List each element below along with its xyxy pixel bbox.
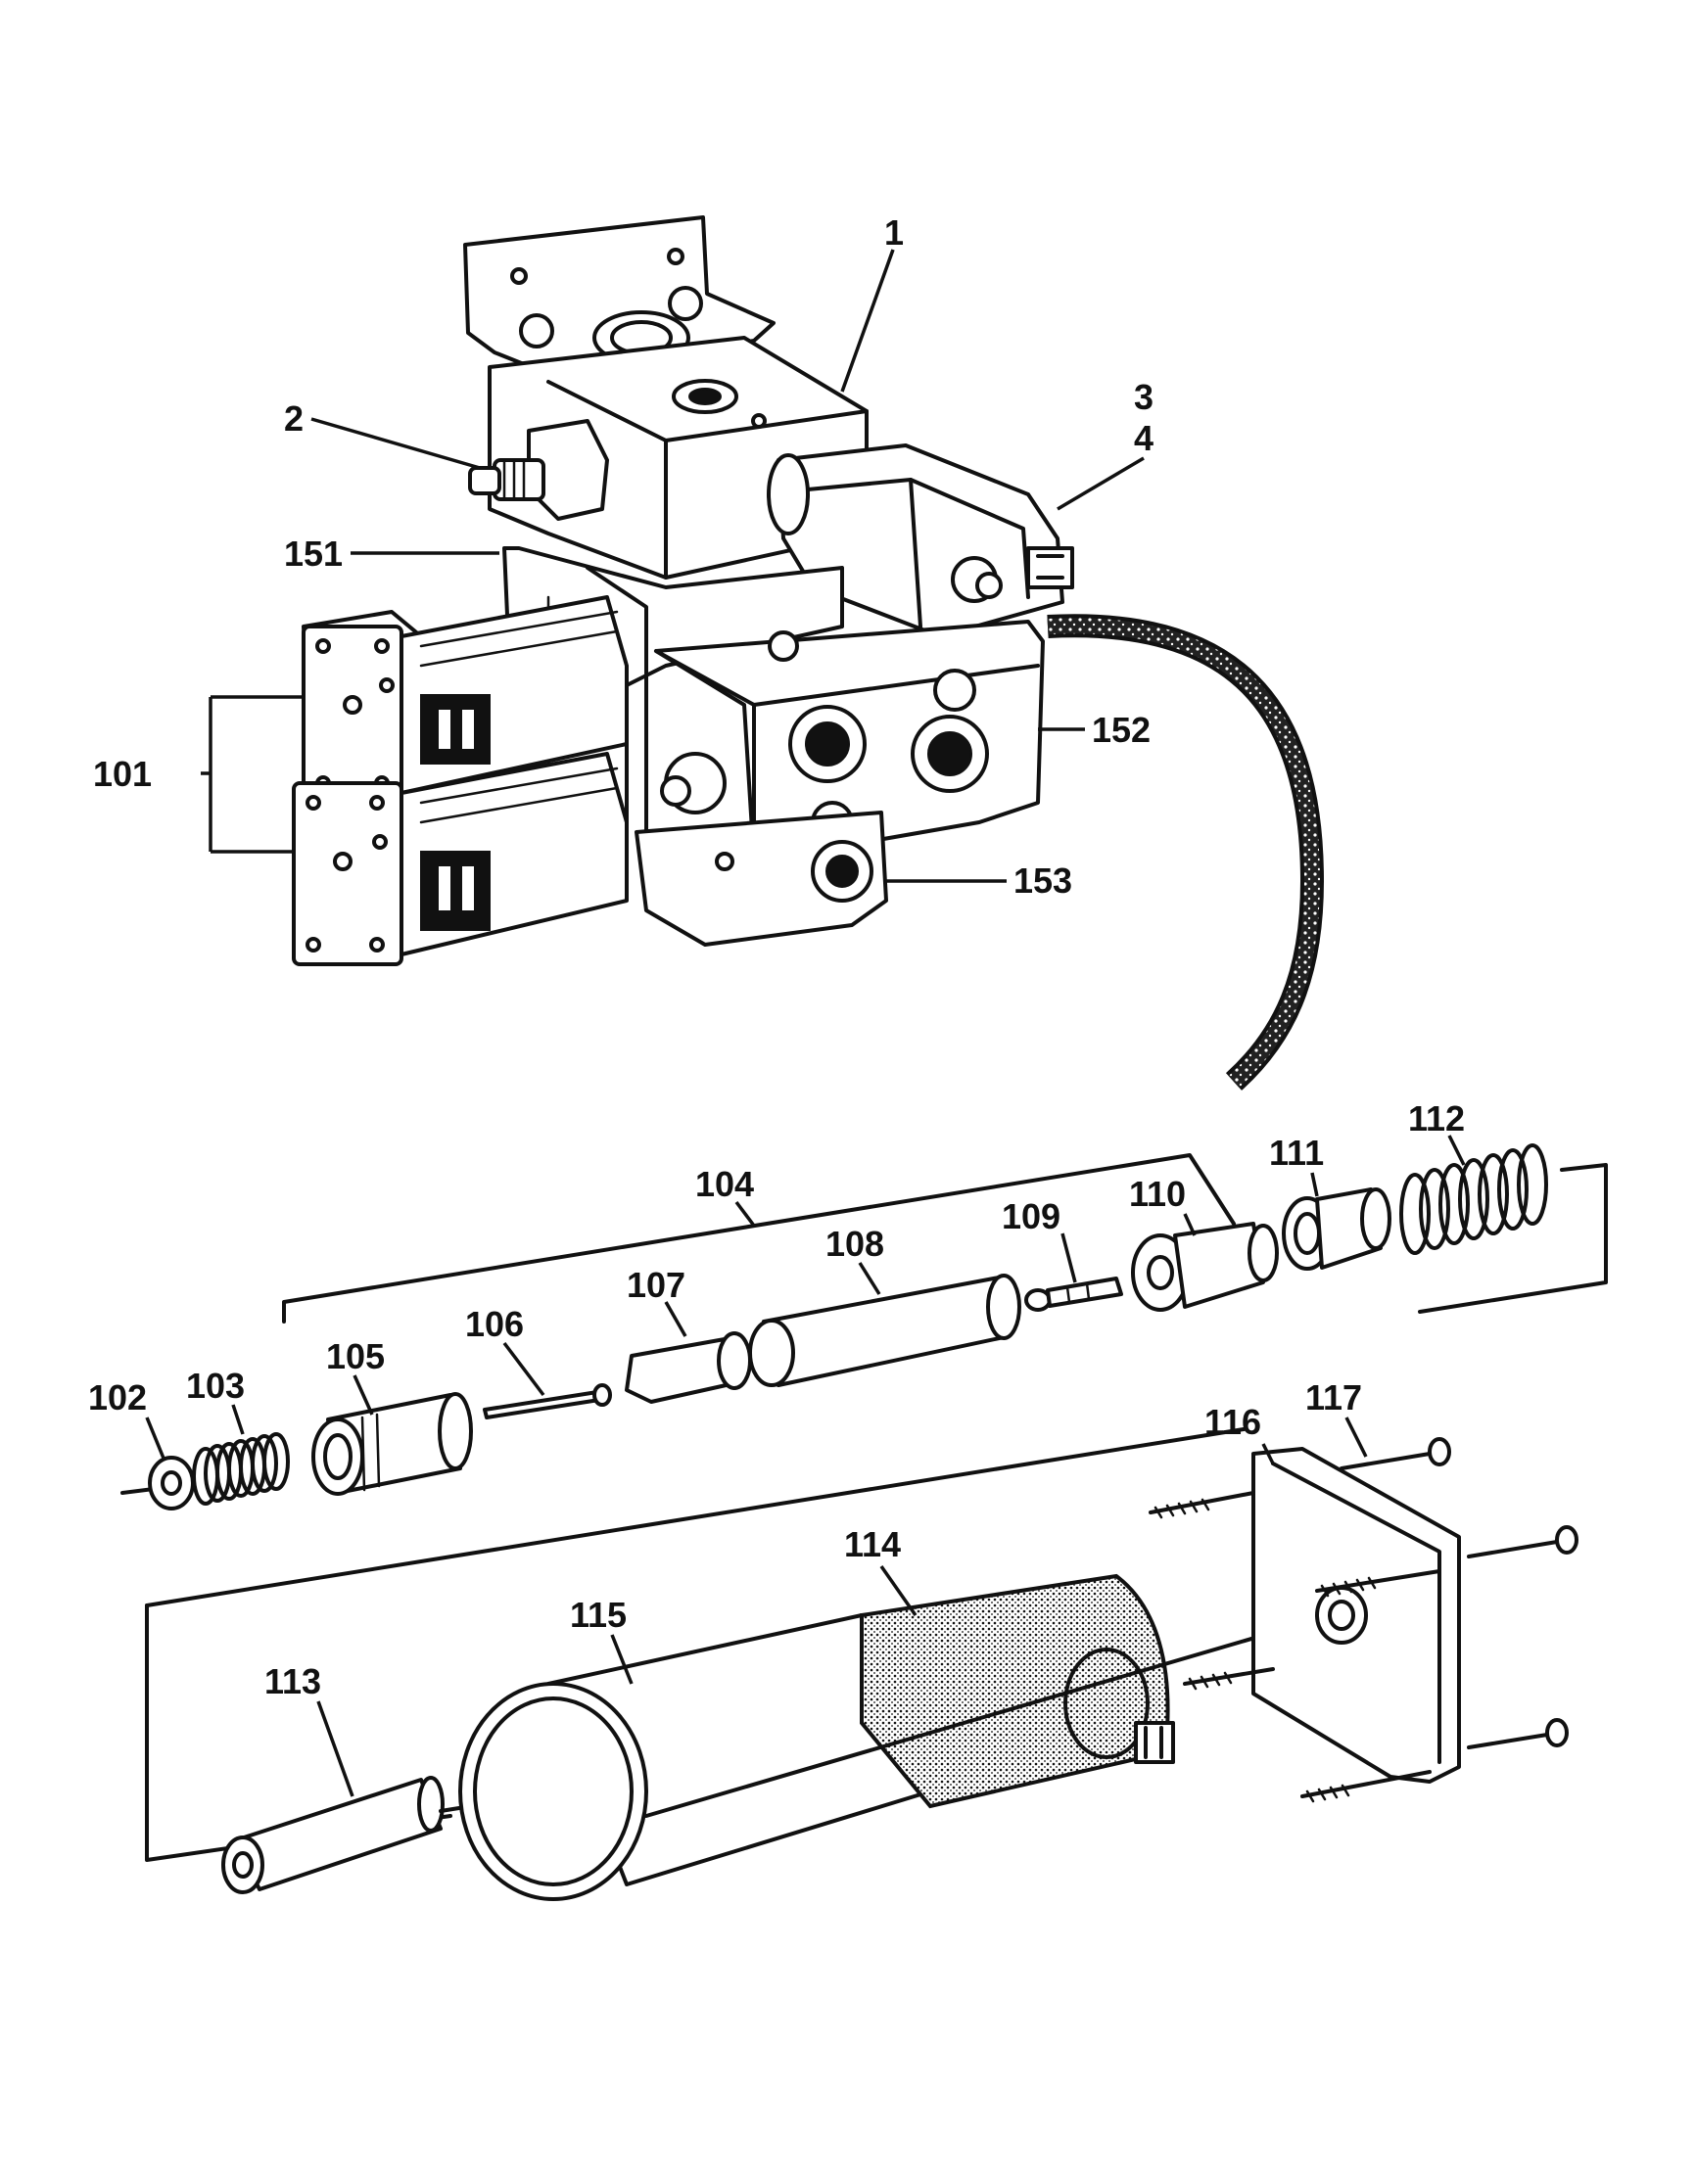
lower-valve-body xyxy=(635,811,888,947)
part-110-seat xyxy=(1131,1222,1279,1312)
bolt-bottom-right xyxy=(1467,1718,1569,1749)
callout-107: 107 xyxy=(627,1265,685,1305)
callout-109: 109 xyxy=(1002,1196,1060,1236)
part-107-plunger xyxy=(625,1331,752,1404)
bolt-bottom-left xyxy=(1300,1770,1432,1803)
bolt-top-left xyxy=(1149,1491,1255,1519)
bolt-top-right xyxy=(1340,1437,1451,1470)
bolt-low-left xyxy=(1183,1667,1275,1691)
coil-assembly xyxy=(145,1427,1578,1901)
valve-assembly xyxy=(292,215,1325,1091)
callout-101: 101 xyxy=(93,754,152,794)
part-103-spring xyxy=(192,1432,290,1506)
callout-117: 117 xyxy=(1305,1377,1362,1417)
part-102-washer xyxy=(120,1456,195,1510)
part-111-cap xyxy=(1282,1187,1391,1271)
callout-104: 104 xyxy=(695,1164,754,1204)
part-106-pin xyxy=(483,1383,612,1419)
group-outline-104 xyxy=(282,1153,1236,1324)
callout-110: 110 xyxy=(1129,1174,1186,1214)
callout-112: 112 xyxy=(1408,1098,1465,1138)
leader-lines xyxy=(145,249,1466,1797)
callout-115: 115 xyxy=(570,1595,627,1635)
callout-labels: 1 2 3 4 151 101 152 153 104 112 111 110 … xyxy=(88,212,1465,1701)
callout-1: 1 xyxy=(884,212,904,253)
part-108-tube xyxy=(748,1274,1021,1387)
callout-108: 108 xyxy=(825,1224,884,1264)
bolt-mid-right xyxy=(1467,1525,1578,1558)
bolt-mid-left xyxy=(1315,1569,1441,1598)
left-solenoid-bottom xyxy=(292,752,629,966)
callout-153: 153 xyxy=(1013,860,1072,901)
callout-151: 151 xyxy=(284,534,343,574)
part-114-coil xyxy=(860,1573,1175,1809)
cartridge-explosion xyxy=(120,1143,1608,1510)
part-112-spring xyxy=(1399,1143,1548,1255)
group-outline-backplane xyxy=(1418,1163,1608,1314)
callout-111: 111 xyxy=(1269,1133,1324,1173)
callout-103: 103 xyxy=(186,1366,245,1406)
electrical-cable xyxy=(1047,614,1325,1091)
part-116-end-plate xyxy=(1251,1447,1461,1784)
part-115-sleeve xyxy=(458,1613,932,1901)
callout-114: 114 xyxy=(844,1524,901,1564)
callout-105: 105 xyxy=(326,1336,385,1376)
callout-106: 106 xyxy=(465,1304,524,1344)
upper-right-solenoid xyxy=(767,443,1074,638)
part-109-needle xyxy=(1024,1277,1123,1312)
callout-113: 113 xyxy=(264,1661,321,1701)
callout-116: 116 xyxy=(1204,1402,1261,1442)
callout-2: 2 xyxy=(284,398,304,439)
callout-4: 4 xyxy=(1134,418,1154,458)
part-113-core xyxy=(221,1776,445,1894)
mounting-bracket xyxy=(463,215,776,376)
callout-152: 152 xyxy=(1092,710,1151,750)
part-117-bolts xyxy=(1149,1437,1578,1803)
pressure-switch xyxy=(468,419,609,521)
left-solenoid-top xyxy=(302,595,629,805)
callout-3: 3 xyxy=(1134,377,1154,417)
part-105-sleeve xyxy=(311,1392,473,1496)
callout-102: 102 xyxy=(88,1377,147,1417)
